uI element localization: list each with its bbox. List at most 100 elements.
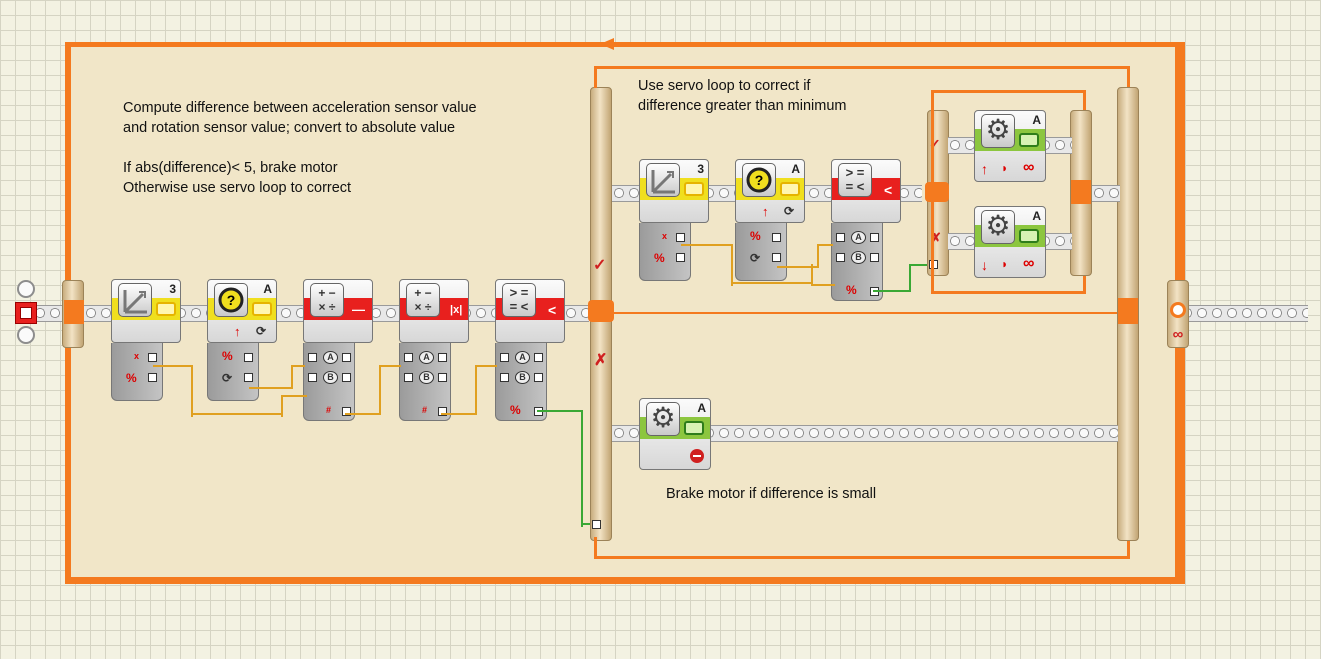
motor-forward-block[interactable]: ⚙ A ↑ ◗ ∞ xyxy=(974,110,1046,182)
data-plug-trigger[interactable] xyxy=(772,233,781,242)
data-plug-degrees[interactable] xyxy=(244,373,253,382)
stop-icon xyxy=(690,449,704,463)
power-icon: ◗ xyxy=(1001,161,1009,175)
data-plug-b-out[interactable] xyxy=(534,373,543,382)
motor-port-label: A xyxy=(1032,209,1041,223)
motor-brake-block[interactable]: ⚙ A xyxy=(639,398,711,470)
compare-block[interactable]: > == < < A B % xyxy=(495,279,565,423)
acceleration-sensor-block-inner[interactable]: 3 x % xyxy=(639,159,709,283)
loop-direction-arrow-icon xyxy=(600,38,614,50)
plug-label-hash: # xyxy=(325,405,331,415)
math-operation-label: — xyxy=(352,302,365,317)
math-icon: + −× ÷ xyxy=(406,283,440,317)
plug-label-a: A xyxy=(419,351,434,364)
sensor-port-label: 3 xyxy=(169,282,176,296)
plug-label-x: x xyxy=(133,351,139,361)
motor-port-label: A xyxy=(1032,113,1041,127)
data-plug-b-in[interactable] xyxy=(308,373,317,382)
rotation-sensor-block-inner[interactable]: ? A ↑ ⟳ % ⟳ xyxy=(735,159,805,283)
trigger-icon: % xyxy=(750,229,761,243)
compare-icon: > == < xyxy=(502,283,536,317)
plug-label-a: A xyxy=(851,231,866,244)
data-plug-trigger[interactable] xyxy=(244,353,253,362)
plug-label-b: B xyxy=(323,371,338,384)
comment-servo-loop: Use servo loop to correct if difference … xyxy=(638,78,847,114)
switch-logic-plug[interactable] xyxy=(592,520,601,529)
data-plug-raw[interactable] xyxy=(676,253,685,262)
plug-label-hash: # xyxy=(421,405,427,415)
data-plug-a-in[interactable] xyxy=(836,233,845,242)
compare-icon: > == < xyxy=(838,163,872,197)
wire-compare-to-switch xyxy=(537,410,583,527)
wire-inner-rotation-to-compare xyxy=(777,244,819,268)
motor-port-label: A xyxy=(697,401,706,415)
data-plug-b-in[interactable] xyxy=(500,373,509,382)
wire-inner-compare-to-switch xyxy=(873,264,911,292)
compare-block-inner[interactable]: > == < < A B % xyxy=(831,159,901,303)
plug-label-b: B xyxy=(515,371,530,384)
false-branch-beam xyxy=(612,425,1118,442)
wire-subtract-to-abs xyxy=(345,365,381,415)
reset-icon: ⟳ xyxy=(784,204,795,218)
trigger-icon: % xyxy=(222,349,233,363)
sensor-port-label: A xyxy=(791,162,800,176)
infinity-icon: ∞ xyxy=(1172,326,1184,343)
duration-infinity-icon: ∞ xyxy=(1023,255,1035,272)
rotation-sensor-icon: ? xyxy=(214,283,248,317)
data-plug-a-out[interactable] xyxy=(342,353,351,362)
math-absolute-block[interactable]: + −× ÷ |x| A B # xyxy=(399,279,469,423)
plug-label-b: B xyxy=(419,371,434,384)
raw-value-icon: % xyxy=(126,371,137,385)
data-plug-b-out[interactable] xyxy=(438,373,447,382)
motor-icon: ⚙ xyxy=(981,210,1015,244)
data-plug-a-in[interactable] xyxy=(308,353,317,362)
cross-icon: ✗ xyxy=(594,352,608,369)
data-plug-b-out[interactable] xyxy=(870,253,879,262)
rotation-sensor-block[interactable]: ? A ↑ ⟳ % ⟳ xyxy=(207,279,277,403)
wire-rotation-to-subtract xyxy=(249,365,293,389)
data-plug-a-out[interactable] xyxy=(870,233,879,242)
wire-abs-to-compare xyxy=(441,365,477,415)
degrees-icon: ⟳ xyxy=(750,251,761,265)
compare-operation-label: < xyxy=(884,182,893,198)
direction-down-icon: ↓ xyxy=(981,257,988,273)
logic-result-icon: % xyxy=(846,283,857,297)
data-plug-degrees[interactable] xyxy=(772,253,781,262)
acceleration-sensor-icon xyxy=(118,283,152,317)
data-plug-a-out[interactable] xyxy=(438,353,447,362)
check-icon: ✓ xyxy=(593,257,607,274)
program-start-node[interactable] xyxy=(14,280,38,344)
acceleration-sensor-block[interactable]: 3 x % xyxy=(111,279,181,403)
data-plug-raw[interactable] xyxy=(148,373,157,382)
math-icon: + −× ÷ xyxy=(310,283,344,317)
switch-merge-line xyxy=(612,312,1118,314)
data-plug-result[interactable] xyxy=(342,407,351,416)
logic-result-icon: % xyxy=(510,403,521,417)
data-plug-b-in[interactable] xyxy=(404,373,413,382)
sensor-port-label: A xyxy=(263,282,272,296)
compare-operation-label: < xyxy=(548,302,557,318)
math-operation-label: |x| xyxy=(450,304,463,316)
math-subtract-block[interactable]: + −× ÷ — A B # xyxy=(303,279,373,423)
data-plug-x[interactable] xyxy=(148,353,157,362)
duration-infinity-icon: ∞ xyxy=(1023,159,1035,176)
degrees-icon: ⟳ xyxy=(222,371,233,385)
sensor-port-label: 3 xyxy=(697,162,704,176)
direction-up-icon: ↑ xyxy=(762,204,769,219)
data-plug-a-out[interactable] xyxy=(534,353,543,362)
direction-up-icon: ↑ xyxy=(234,324,241,339)
data-plug-x[interactable] xyxy=(676,233,685,242)
motor-reverse-block[interactable]: ⚙ A ↓ ◗ ∞ xyxy=(974,206,1046,278)
reset-icon: ⟳ xyxy=(256,324,267,338)
loop-bottom-bar xyxy=(65,577,1185,584)
comment-brake-motor: Brake motor if difference is small xyxy=(666,486,877,502)
wire-inner-accel-to-compare xyxy=(681,244,733,286)
data-plug-a-in[interactable] xyxy=(404,353,413,362)
sequence-beam-right xyxy=(1180,305,1308,322)
data-plug-b-out[interactable] xyxy=(342,373,351,382)
data-plug-b-in[interactable] xyxy=(836,253,845,262)
data-plug-result[interactable] xyxy=(438,407,447,416)
plug-label-a: A xyxy=(515,351,530,364)
wire-accel-to-subtract xyxy=(153,365,193,417)
data-plug-a-in[interactable] xyxy=(500,353,509,362)
